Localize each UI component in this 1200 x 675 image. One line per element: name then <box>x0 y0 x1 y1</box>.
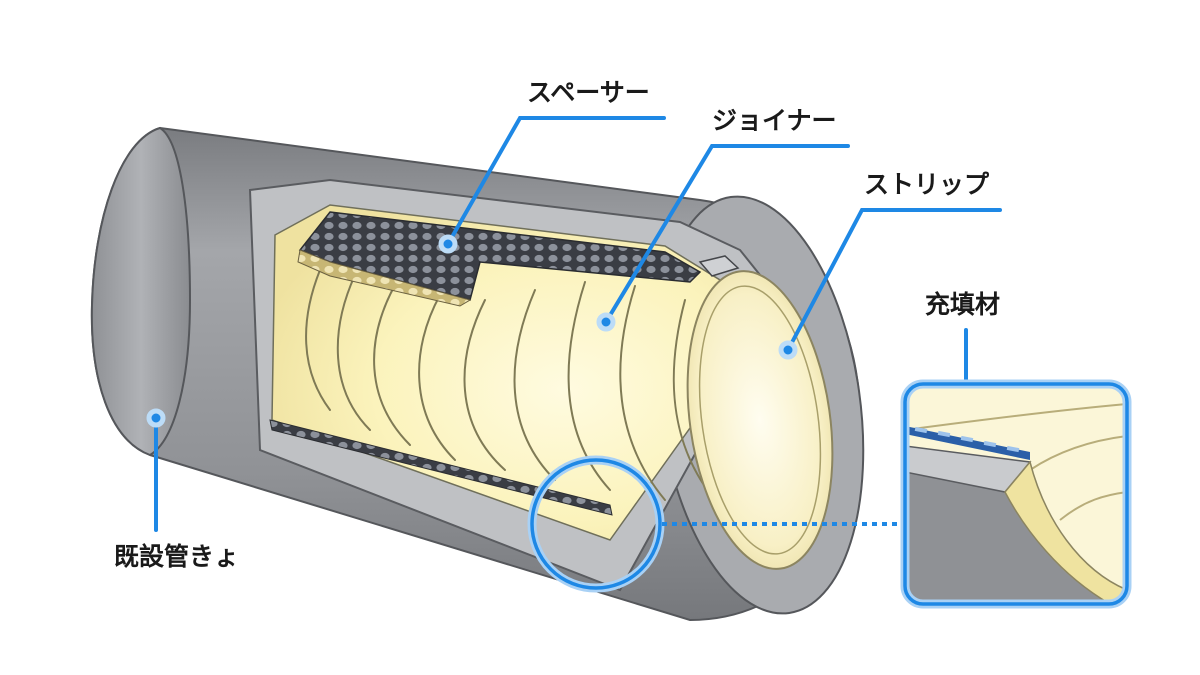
strip-dot <box>778 340 798 360</box>
label-joiner: ジョイナー <box>712 106 837 135</box>
label-filler: 充填材 <box>925 290 1001 319</box>
spacer-dot <box>438 234 458 254</box>
joiner-leader <box>604 144 850 324</box>
cutaway-section <box>248 178 834 592</box>
spacer-leader <box>446 116 666 246</box>
magnifier <box>527 455 902 593</box>
label-existing-pipe: 既設管きょ <box>114 542 240 571</box>
label-spacer: スペーサー <box>527 78 650 107</box>
joiner-dot <box>596 312 616 332</box>
existing-pipe-dot <box>146 408 166 428</box>
label-strip: ストリップ <box>864 170 990 199</box>
zoom-detail <box>900 379 1132 609</box>
strip-leader <box>786 208 1002 352</box>
